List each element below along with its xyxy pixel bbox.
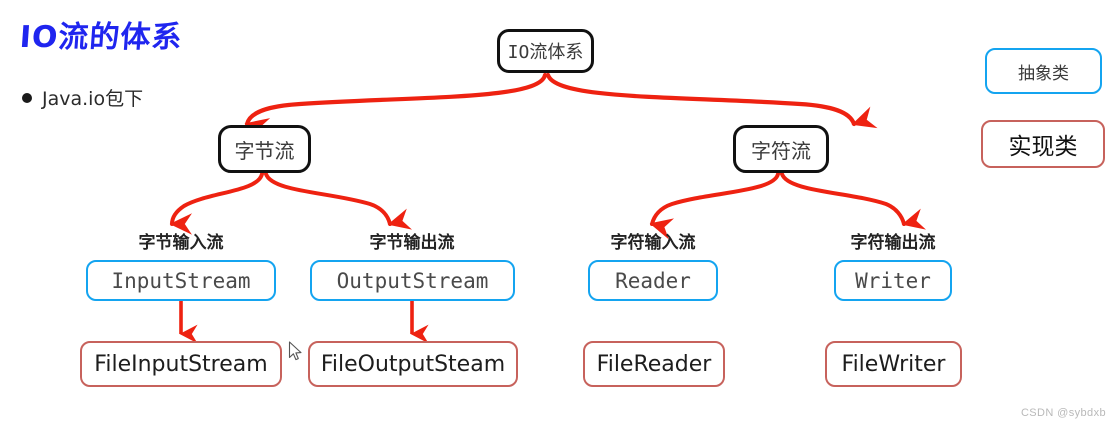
watermark: CSDN @sybdxb — [1020, 407, 1106, 419]
caption-char-output-stream: 字符输出流 — [850, 233, 936, 253]
edge-byte-to-byteout — [264, 172, 413, 230]
edge-root-to-char — [545, 72, 878, 129]
node-impl-filewriter[interactable]: FileWriter — [825, 341, 962, 387]
caption-char-input-stream: 字符输入流 — [610, 233, 696, 253]
node-branch-byte[interactable]: 字节流 — [218, 125, 311, 173]
bullet-item: Java.io包下 — [22, 84, 143, 111]
bullet-dot-icon — [22, 92, 32, 103]
caption-byte-input-stream: 字节输入流 — [138, 233, 224, 253]
node-abstract-inputstream[interactable]: InputStream — [86, 260, 276, 301]
node-root[interactable]: IO流体系 — [497, 29, 594, 73]
node-branch-char[interactable]: 字符流 — [733, 125, 829, 173]
edge-char-to-charout — [780, 172, 927, 230]
node-abstract-reader[interactable]: Reader — [588, 260, 718, 301]
bullet-label: Java.io包下 — [42, 88, 144, 110]
caption-byte-output-stream: 字节输出流 — [369, 233, 455, 253]
node-impl-fileoutputsteam[interactable]: FileOutputSteam — [308, 341, 518, 387]
mouse-cursor-icon — [288, 341, 302, 361]
node-abstract-writer[interactable]: Writer — [834, 260, 952, 301]
node-impl-filereader[interactable]: FileReader — [583, 341, 725, 387]
node-abstract-outputstream[interactable]: OutputStream — [310, 260, 515, 301]
edge-char-to-charin — [649, 172, 780, 240]
page-title: IO流的体系 — [18, 20, 184, 55]
edge-root-to-byte — [244, 72, 548, 141]
legend-impl-class[interactable]: 实现类 — [981, 120, 1105, 168]
legend-abstract-class[interactable]: 抽象类 — [985, 48, 1102, 94]
node-impl-fileinputstream[interactable]: FileInputStream — [80, 341, 282, 387]
edge-byte-to-bytein — [169, 172, 264, 235]
